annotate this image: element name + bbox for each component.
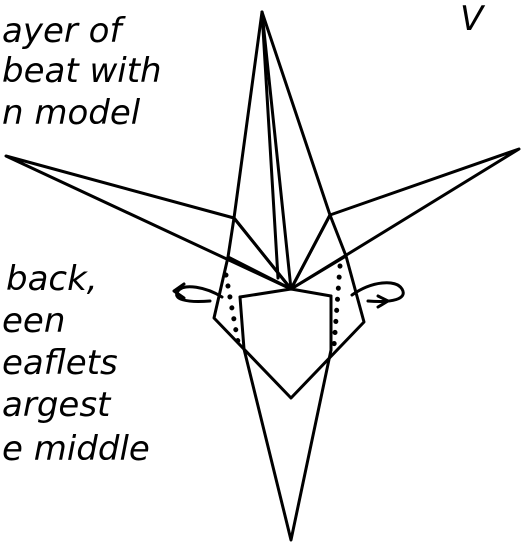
right-fold-line-dotted [334, 266, 340, 346]
instruction-line-4: back, [6, 259, 98, 299]
body-center-crease [240, 289, 331, 297]
instruction-line-3: n model [2, 93, 141, 133]
right-fold-arrow-curve [352, 283, 403, 302]
body-left-edge [228, 218, 234, 257]
text-fragment-right: V [460, 0, 486, 39]
instruction-line-6: eaflets [2, 343, 118, 383]
instruction-line-2: beat with [2, 51, 162, 91]
instruction-line-5: een [2, 301, 65, 341]
instruction-line-8: e middle [2, 429, 150, 469]
instruction-line-7: argest [2, 385, 112, 425]
left-fold-arrow-icon [174, 284, 222, 302]
central-flap-left [234, 12, 291, 289]
body-left-fold [240, 297, 244, 349]
body-right-edge [330, 215, 346, 256]
instruction-line-1: ayer of [2, 11, 126, 51]
lower-point [244, 349, 331, 540]
central-flap-right [262, 12, 330, 289]
central-flap [234, 12, 330, 289]
body-panel [214, 215, 364, 398]
instruction-text-bottom: back, een eaflets argest e middle [2, 259, 150, 469]
lower-point-outline [244, 349, 331, 540]
instruction-text-top: ayer of beat with n model [2, 11, 162, 133]
